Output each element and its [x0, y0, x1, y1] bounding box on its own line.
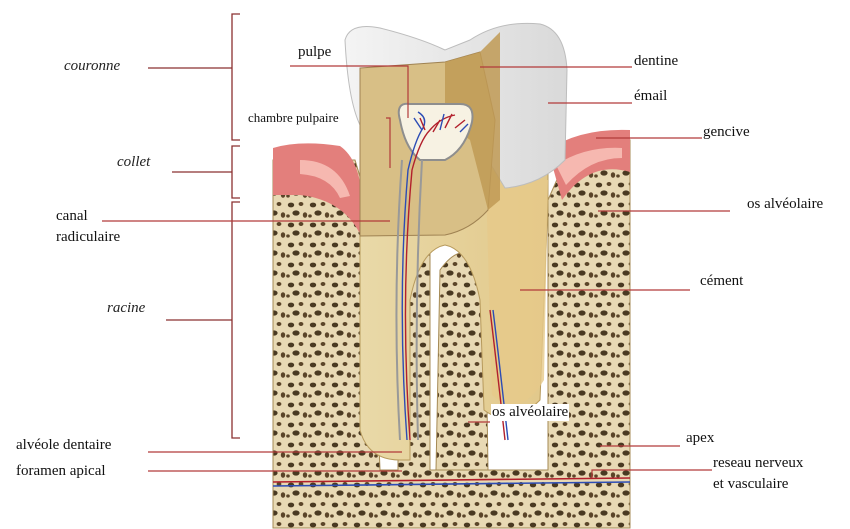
label-canal-radiculaire-line1: canal	[56, 208, 88, 225]
label-reseau-line1: reseau nerveux	[713, 455, 803, 472]
bracket-couronne	[232, 14, 240, 140]
zone-couronne: couronne	[64, 58, 120, 75]
bracket-racine	[232, 202, 240, 438]
label-email: émail	[634, 88, 667, 105]
label-canal-radiculaire-line2: radiculaire	[56, 229, 120, 246]
label-chambre-pulpaire: chambre pulpaire	[248, 109, 339, 126]
zone-collet: collet	[117, 154, 150, 171]
zone-racine: racine	[107, 300, 145, 317]
label-reseau-line2: et vasculaire	[713, 476, 788, 493]
label-pulpe: pulpe	[298, 44, 331, 61]
zone-brackets	[148, 14, 240, 438]
label-dentine: dentine	[634, 53, 678, 70]
label-alveole-dentaire: alvéole dentaire	[16, 437, 111, 454]
label-gencive: gencive	[703, 124, 750, 141]
label-cement: cément	[700, 273, 743, 290]
label-foramen-apical: foramen apical	[16, 463, 106, 480]
label-os-alveolaire-right: os alvéolaire	[747, 196, 823, 213]
label-os-alveolaire-center: os alvéolaire	[491, 404, 569, 421]
bracket-collet	[232, 146, 240, 198]
label-apex: apex	[686, 430, 714, 447]
